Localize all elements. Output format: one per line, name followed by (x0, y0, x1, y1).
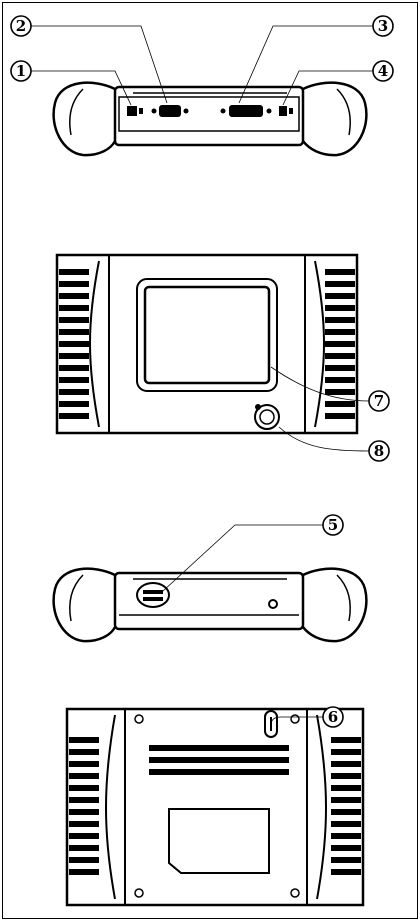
port-2-shape (159, 105, 181, 117)
callout-7-label: 7 (374, 392, 384, 410)
callout-5-label: 5 (328, 516, 338, 534)
callout-1: 1 (10, 60, 32, 82)
callout-3: 3 (372, 15, 394, 37)
callout-4: 4 (372, 60, 394, 82)
screen-bezel (136, 278, 278, 392)
device-views-svg: 1 2 3 4 5 6 7 8 (10, 15, 394, 907)
port-1-shape (127, 106, 137, 116)
callout-8: 8 (368, 440, 390, 462)
screen-display (143, 285, 271, 385)
callout-1-label: 1 (16, 62, 26, 80)
side-view (52, 567, 368, 643)
power-button-shape (254, 404, 280, 430)
callout-6: 6 (322, 706, 344, 728)
callout-8-label: 8 (374, 442, 384, 460)
card-slot-shape (136, 582, 170, 608)
callout-2: 2 (10, 15, 32, 37)
callout-3-label: 3 (378, 17, 388, 35)
top-view (52, 81, 368, 157)
callout-2-label: 2 (16, 17, 26, 35)
callout-7: 7 (368, 390, 390, 412)
callout-4-label: 4 (378, 62, 388, 80)
port-4-shape (279, 106, 287, 116)
back-view (65, 707, 365, 907)
port-3-shape (229, 105, 263, 117)
stylus-slot-shape (264, 710, 278, 738)
front-view (55, 253, 359, 435)
callout-6-label: 6 (328, 708, 338, 726)
callout-5: 5 (322, 514, 344, 536)
